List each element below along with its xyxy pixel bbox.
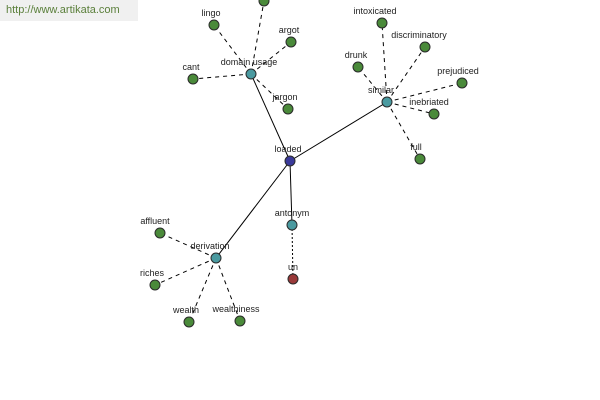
- node-lingo[interactable]: lingo: [201, 8, 221, 31]
- node-dot[interactable]: [187, 73, 199, 85]
- node-derivation[interactable]: derivation: [190, 241, 230, 264]
- node-label: loaded: [274, 144, 301, 154]
- node-dot[interactable]: [154, 227, 166, 239]
- node-affluent[interactable]: affluent: [140, 216, 170, 239]
- node-wealthiness[interactable]: wealthiness: [211, 304, 260, 327]
- edge-domain-usage-jargon: [250, 73, 289, 110]
- node-drunk[interactable]: drunk: [345, 50, 368, 73]
- edge-loaded-antonym: [289, 160, 293, 226]
- node-domain-usage[interactable]: domain usage: [221, 57, 278, 80]
- node-label: un: [288, 262, 298, 272]
- node-dot[interactable]: [282, 103, 294, 115]
- node-jargon[interactable]: jargon: [271, 92, 298, 115]
- node-antonym[interactable]: antonym: [275, 208, 310, 231]
- node-riches[interactable]: riches: [140, 268, 165, 291]
- edge-similar-intoxicated: [381, 22, 388, 103]
- node-dot[interactable]: [245, 68, 257, 80]
- node-wealth[interactable]: wealth: [172, 305, 199, 328]
- node-dot[interactable]: [183, 316, 195, 328]
- node-label: intoxicated: [353, 6, 396, 16]
- node-dot[interactable]: [210, 252, 222, 264]
- node-dot[interactable]: [284, 155, 296, 167]
- node-top-offscreen[interactable]: [258, 0, 270, 7]
- edge-similar-full: [386, 101, 421, 160]
- edge-similar-prejudiced: [386, 82, 463, 103]
- site-url-watermark[interactable]: http://www.artikata.com: [0, 0, 138, 21]
- node-label: lingo: [201, 8, 220, 18]
- node-dot[interactable]: [428, 108, 440, 120]
- edge-domain-usage-argot: [250, 41, 292, 75]
- graph-nodes: loaded domain usage similar antonym derivati…: [140, 0, 479, 328]
- node-dot[interactable]: [352, 61, 364, 73]
- edge-loaded-derivation: [215, 160, 291, 259]
- node-argot[interactable]: argot: [279, 25, 300, 48]
- edge-similar-inebriated: [386, 101, 435, 115]
- edge-similar-discriminatory: [386, 46, 426, 103]
- node-dot[interactable]: [286, 219, 298, 231]
- node-inebriated[interactable]: inebriated: [409, 97, 449, 120]
- edge-loaded-domain-usage: [250, 73, 291, 162]
- node-dot[interactable]: [381, 96, 393, 108]
- node-dot[interactable]: [456, 77, 468, 89]
- node-similar[interactable]: similar: [368, 85, 394, 108]
- node-discriminatory[interactable]: discriminatory: [391, 30, 447, 53]
- edge-derivation-riches: [154, 257, 217, 286]
- node-un[interactable]: un: [287, 262, 299, 285]
- node-label: discriminatory: [391, 30, 447, 40]
- node-intoxicated[interactable]: intoxicated: [353, 6, 397, 29]
- node-dot[interactable]: [285, 36, 297, 48]
- node-dot[interactable]: [414, 153, 426, 165]
- node-label: full: [410, 142, 422, 152]
- edge-domain-usage-cant: [192, 73, 252, 80]
- node-loaded[interactable]: loaded: [274, 144, 302, 167]
- edge-loaded-similar: [289, 101, 388, 162]
- node-label: jargon: [271, 92, 297, 102]
- node-dot[interactable]: [376, 17, 388, 29]
- graph-edges: [154, 0, 463, 323]
- node-dot[interactable]: [258, 0, 270, 7]
- edge-derivation-wealth: [188, 257, 217, 323]
- node-full[interactable]: full: [410, 142, 426, 165]
- node-label: cant: [182, 62, 200, 72]
- node-dot[interactable]: [149, 279, 161, 291]
- edge-derivation-affluent: [159, 232, 217, 259]
- node-dot[interactable]: [234, 315, 246, 327]
- node-label: drunk: [345, 50, 368, 60]
- node-prejudiced[interactable]: prejudiced: [437, 66, 479, 89]
- node-label: argot: [279, 25, 300, 35]
- node-label: riches: [140, 268, 165, 278]
- edge-domain-usage-lingo: [213, 24, 252, 75]
- node-label: derivation: [190, 241, 229, 251]
- node-dot[interactable]: [287, 273, 299, 285]
- node-label: wealthiness: [211, 304, 260, 314]
- node-label: domain usage: [221, 57, 278, 67]
- node-label: wealth: [172, 305, 199, 315]
- node-cant[interactable]: cant: [182, 62, 200, 85]
- edge-antonym-un: [291, 224, 294, 280]
- node-label: similar: [368, 85, 394, 95]
- edge-derivation-wealthiness: [215, 257, 241, 322]
- node-label: prejudiced: [437, 66, 479, 76]
- node-label: affluent: [140, 216, 170, 226]
- node-label: antonym: [275, 208, 310, 218]
- node-label: inebriated: [409, 97, 449, 107]
- node-dot[interactable]: [208, 19, 220, 31]
- node-dot[interactable]: [419, 41, 431, 53]
